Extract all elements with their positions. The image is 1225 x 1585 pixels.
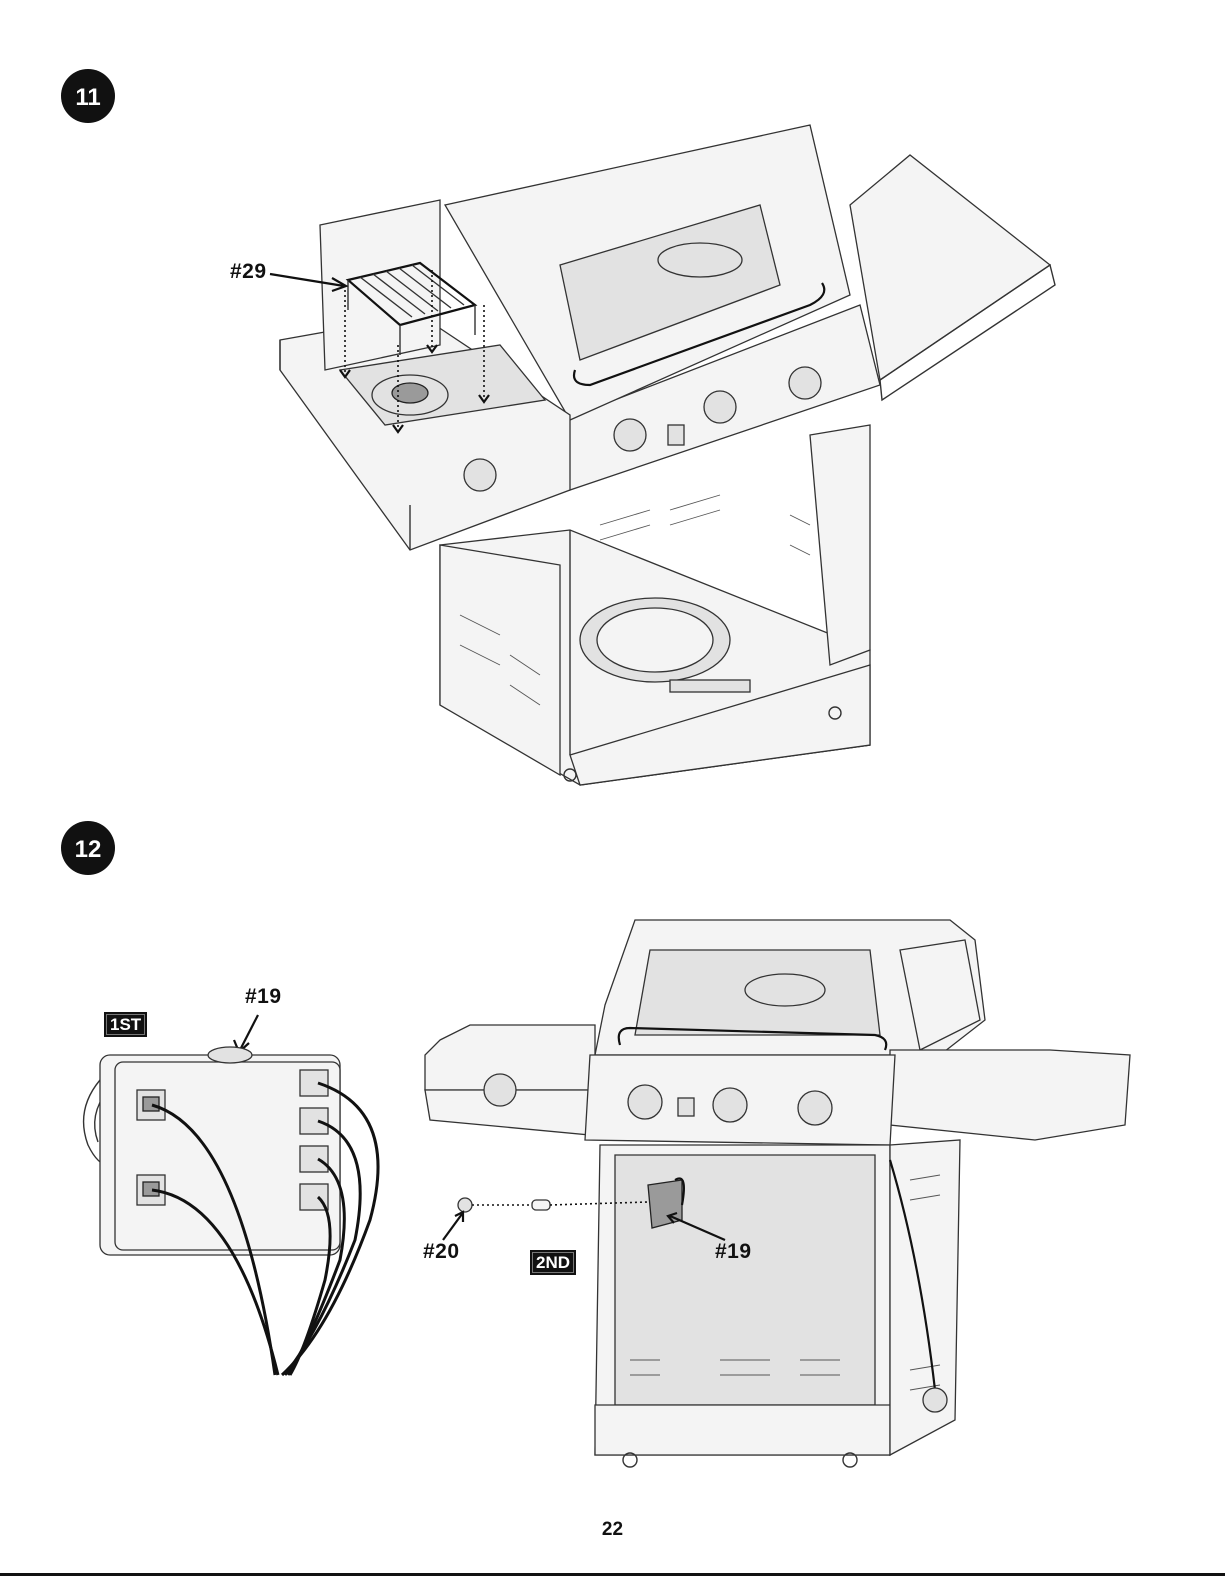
step-12-badge: 12	[60, 820, 116, 876]
step-11-badge: 11	[60, 68, 116, 124]
callout-19-side: #19	[715, 1240, 752, 1264]
grill-front-ignitor-install-illustration	[420, 910, 1150, 1480]
page-number: 22	[0, 1519, 1225, 1541]
callout-19-top: #19	[245, 985, 282, 1009]
ignitor-module-detail-illustration	[70, 1010, 400, 1380]
bottom-rule	[0, 1573, 1225, 1576]
callout-20: #20	[423, 1240, 460, 1264]
tag-second: 2ND	[530, 1250, 576, 1275]
step-11-number: 11	[75, 84, 100, 111]
step-12-number: 12	[75, 836, 102, 863]
grill-side-burner-rack-illustration	[270, 145, 1060, 795]
callout-29: #29	[230, 260, 267, 284]
